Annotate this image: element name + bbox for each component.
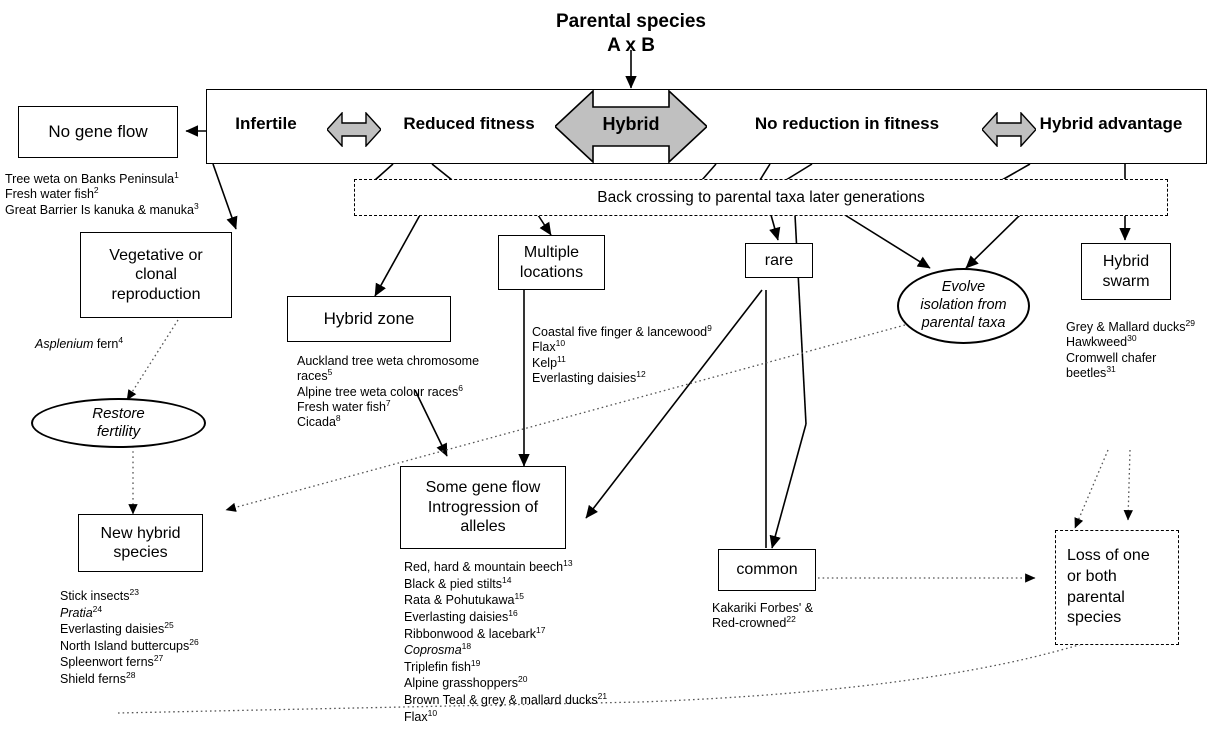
caption-line: Triplefin fish19 — [404, 657, 481, 674]
node-new-hybrid-species[interactable]: New hybrid species — [78, 514, 203, 572]
caption-line: Stick insects23 — [60, 586, 139, 603]
caption-line: Rata & Pohutukawa15 — [404, 591, 524, 608]
caption-line: Great Barrier Is kanuka & manuka3 — [5, 200, 199, 217]
caption-line: Tree weta on Banks Peninsula1 — [5, 169, 179, 186]
node-back-crossing[interactable]: Back crossing to parental taxa later gen… — [354, 179, 1168, 216]
node-common[interactable]: common — [718, 549, 816, 591]
caption-line: Cromwell chafer — [1066, 350, 1157, 365]
caption-line: races5 — [297, 367, 333, 384]
caption-line: Everlasting daisies25 — [60, 619, 174, 636]
caption-line: Flax10 — [404, 707, 438, 724]
caption-line: Alpine tree weta colour races6 — [297, 382, 463, 399]
spectrum-label-infertile: Infertile — [235, 114, 297, 133]
caption-line: Everlasting daisies12 — [532, 368, 646, 385]
caption-line: Cicada8 — [297, 412, 341, 429]
caption-hybrid-swarm: Grey & Mallard ducks29 Hawkweed30 Cromwe… — [1066, 317, 1195, 381]
caption-line: Brown Teal & grey & mallard ducks21 — [404, 690, 608, 707]
caption-line: Ribbonwood & lacebark17 — [404, 624, 546, 641]
caption-new-hybrid-species: Stick insects23 Pratia24 Everlasting dai… — [60, 588, 199, 687]
caption-some-gene-flow: Red, hard & mountain beech13 Black & pie… — [404, 559, 607, 725]
caption-line: Spleenwort ferns27 — [60, 652, 164, 669]
spectrum-label-hybrid: Hybrid — [602, 114, 660, 134]
hybrid-double-arrow-icon — [555, 90, 707, 163]
caption-line: beetles31 — [1066, 363, 1116, 380]
title-line-2: A x B — [607, 34, 655, 56]
caption-line: Coastal five finger & lancewood9 — [532, 322, 712, 339]
caption-line: Asplenium fern4 — [35, 334, 124, 351]
node-multiple-locations[interactable]: Multiple locations — [498, 235, 605, 290]
caption-line: Alpine grasshoppers20 — [404, 674, 528, 691]
node-loss-of-parental-species[interactable]: Loss of one or both parental species — [1055, 530, 1179, 645]
page-title: Parental species A x B — [501, 10, 761, 58]
spectrum-label-no-reduction: No reduction in fitness — [754, 114, 940, 133]
spectrum-label-hybrid-advantage: Hybrid advantage — [1039, 114, 1183, 133]
node-no-gene-flow[interactable]: No gene flow — [18, 106, 178, 158]
spectrum-label-reduced-fitness: Reduced fitness — [403, 114, 535, 133]
caption-line: Black & pied stilts14 — [404, 574, 512, 591]
node-loss-label: Loss of one or both parental species — [1067, 546, 1150, 627]
node-some-gene-flow-label: Some gene flow Introgression of alleles — [425, 479, 541, 536]
caption-line: Grey & Mallard ducks29 — [1066, 317, 1195, 334]
node-evolve-isolation-label: Evolve isolation from parental taxa — [920, 279, 1007, 331]
caption-line: Coprosma18 — [404, 640, 472, 658]
caption-line: Fresh water fish2 — [5, 185, 99, 202]
caption-no-gene-flow: Tree weta on Banks Peninsula1 Fresh wate… — [5, 169, 199, 218]
node-evolve-isolation[interactable]: Evolve isolation from parental taxa — [897, 268, 1030, 344]
node-hybrid-swarm-label: Hybrid swarm — [1102, 253, 1150, 290]
node-vegetative-label: Vegetative or clonal reproduction — [109, 247, 203, 303]
caption-common: Kakariki Forbes' & Red-crowned22 — [712, 601, 813, 632]
node-some-gene-flow[interactable]: Some gene flow Introgression of alleles — [400, 466, 566, 549]
title-line-1: Parental species — [556, 11, 706, 32]
node-new-hybrid-species-label: New hybrid species — [100, 524, 181, 561]
node-hybrid-zone[interactable]: Hybrid zone — [287, 296, 451, 342]
caption-line: Kakariki Forbes' & — [712, 601, 814, 615]
caption-line: Hawkweed30 — [1066, 333, 1137, 350]
node-restore-fertility[interactable]: Restore fertility — [31, 398, 206, 448]
caption-line: Pratia24 — [60, 603, 103, 620]
node-multiple-locations-label: Multiple locations — [519, 244, 584, 281]
caption-line: Kelp11 — [532, 353, 566, 370]
caption-hybrid-zone: Auckland tree weta chromosome races5 Alp… — [297, 354, 479, 430]
caption-multiple-locations: Coastal five finger & lancewood9 Flax10 … — [532, 322, 712, 386]
caption-line: Auckland tree weta chromosome — [297, 354, 480, 368]
small-double-arrow-icon-left — [327, 112, 381, 147]
caption-line: Fresh water fish7 — [297, 397, 391, 414]
caption-vegetative: Asplenium fern4 — [35, 334, 124, 352]
caption-line: Red, hard & mountain beech13 — [404, 557, 573, 574]
caption-line: Everlasting daisies16 — [404, 607, 518, 624]
node-rare[interactable]: rare — [745, 243, 813, 278]
caption-line: North Island buttercups26 — [60, 636, 199, 653]
node-vegetative-clonal-reproduction[interactable]: Vegetative or clonal reproduction — [80, 232, 232, 318]
node-restore-fertility-label: Restore fertility — [92, 405, 145, 440]
node-hybrid-swarm[interactable]: Hybrid swarm — [1081, 243, 1171, 300]
caption-line: Flax10 — [532, 338, 566, 355]
caption-line: Red-crowned22 — [712, 614, 796, 631]
caption-line: Shield ferns28 — [60, 669, 136, 686]
small-double-arrow-icon-right — [982, 112, 1036, 147]
